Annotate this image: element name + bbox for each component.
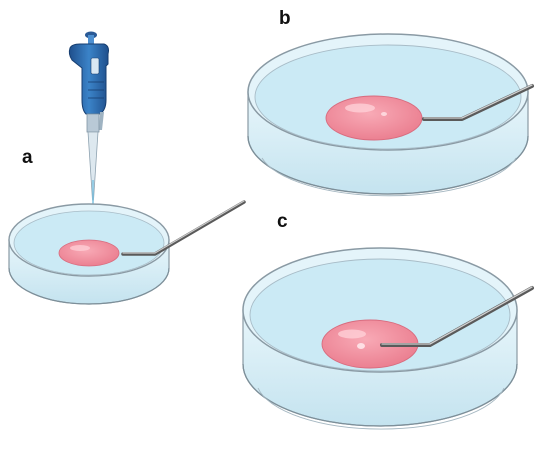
- petri-dish-b: [247, 33, 529, 197]
- tissue-sample: [58, 239, 120, 267]
- probe-needle-c: [380, 286, 534, 347]
- pipette-ejector: [99, 112, 104, 130]
- pipette-shaft: [86, 113, 100, 133]
- dish-bottom-line: [8, 267, 170, 305]
- probe-shaft-highlight: [381, 286, 533, 345]
- pipette-display: [90, 57, 100, 75]
- pipette-handle: [68, 43, 109, 115]
- dish-base-line: [261, 157, 517, 197]
- panel-a: a: [8, 31, 246, 305]
- dish-base-line: [257, 387, 505, 430]
- probe-needle-b: [422, 84, 534, 121]
- tissue-sample: [325, 95, 423, 141]
- probe-needle-a: [121, 200, 246, 256]
- panel-label-b: b: [279, 8, 291, 29]
- petri-dish-c: [242, 247, 518, 430]
- panel-label-c: c: [277, 211, 288, 232]
- tissue-highlight-dot: [381, 112, 387, 116]
- panel-b: b: [247, 8, 534, 197]
- probe-shaft-highlight: [423, 84, 533, 119]
- probe-shaft: [422, 84, 534, 121]
- probe-shaft: [121, 200, 246, 256]
- tissue-highlight: [345, 103, 375, 113]
- tissue-puncture-spot: [357, 343, 365, 349]
- probe-shaft: [380, 286, 534, 347]
- probe-shaft-highlight: [122, 200, 245, 254]
- tissue-highlight: [338, 329, 366, 339]
- panel-label-a: a: [22, 147, 33, 168]
- panel-c: c: [242, 211, 534, 430]
- petri-dish-a: [8, 203, 170, 305]
- tissue-highlight: [70, 245, 90, 251]
- dish-inner-rim: [249, 258, 511, 372]
- micropipette: [68, 31, 109, 210]
- pipette-plunger: [88, 35, 94, 45]
